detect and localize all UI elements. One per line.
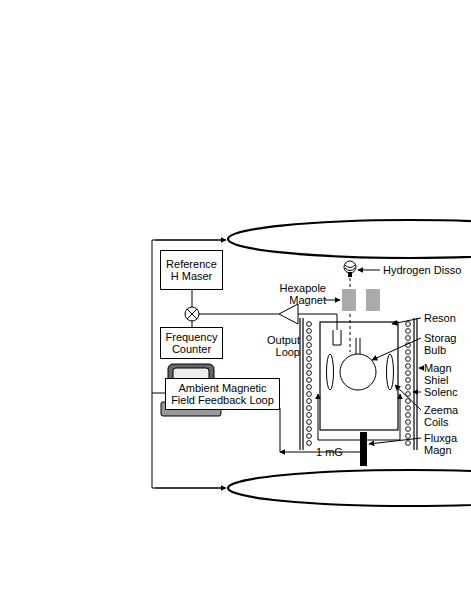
solenoid-coils: [307, 322, 411, 446]
bottom-ellipse: [228, 470, 471, 506]
coil-winding: [307, 378, 312, 383]
coil-winding: [307, 441, 312, 446]
part-label: Fluxga Magn: [424, 432, 466, 456]
hexapole-magnet: [366, 289, 380, 311]
zeeman-coil: [387, 354, 394, 390]
coil-winding: [307, 350, 312, 355]
box-label: Ambient Magnetic Field Feedback Loop: [169, 382, 276, 406]
part-label: Storag Bulb: [424, 332, 466, 356]
hydrogen-dissociator: [344, 261, 356, 277]
coil-winding: [406, 441, 411, 446]
coil-winding: [307, 385, 312, 390]
coil-winding: [406, 336, 411, 341]
feedback-wires: [152, 240, 400, 488]
mixer-symbol: [185, 307, 199, 321]
coil-winding: [307, 336, 312, 341]
part-label: 1 mG: [316, 446, 343, 458]
coil-winding: [406, 406, 411, 411]
process-box: Ambient Magnetic Field Feedback Loop: [165, 378, 280, 410]
zeeman-coil: [327, 354, 334, 390]
coil-winding: [307, 343, 312, 348]
process-box: Frequency Counter: [160, 327, 223, 359]
coil-winding: [406, 350, 411, 355]
coil-winding: [406, 364, 411, 369]
coil-winding: [406, 385, 411, 390]
part-label: Output Loop: [256, 334, 300, 358]
coil-winding: [307, 371, 312, 376]
part-label: Hexapole Magnet: [276, 282, 326, 306]
leader-lines: [324, 270, 421, 444]
coil-winding: [307, 427, 312, 432]
coil-winding: [406, 420, 411, 425]
coil-winding: [406, 378, 411, 383]
process-box: Reference H Maser: [160, 250, 223, 290]
coil-winding: [406, 322, 411, 327]
coil-winding: [307, 420, 312, 425]
coil-winding: [307, 434, 312, 439]
storage-bulb: [340, 338, 376, 390]
hexapole-magnet: [342, 289, 356, 311]
part-label: Solenc: [424, 386, 458, 398]
box-label: Frequency Counter: [164, 331, 219, 355]
coil-winding: [406, 357, 411, 362]
coil-winding: [307, 322, 312, 327]
coil-winding: [307, 406, 312, 411]
part-label: Magn Shiel: [424, 362, 466, 386]
coil-winding: [406, 413, 411, 418]
coil-winding: [307, 399, 312, 404]
coil-winding: [406, 434, 411, 439]
fluxgate-magnetometer: [360, 432, 367, 466]
coil-winding: [307, 392, 312, 397]
top-ellipse: [228, 220, 471, 258]
amplifier-symbol: [279, 304, 298, 324]
coil-winding: [307, 357, 312, 362]
coil-winding: [406, 371, 411, 376]
part-label: Zeema Coils: [424, 404, 466, 428]
part-label: Reson: [424, 312, 456, 324]
coil-winding: [406, 427, 411, 432]
part-label: Hydrogen Disso: [383, 264, 461, 276]
box-label: Reference H Maser: [164, 258, 219, 282]
coil-winding: [307, 364, 312, 369]
resonant-cavity: [320, 322, 398, 430]
magnetic-shield: [300, 318, 417, 450]
coil-winding: [406, 329, 411, 334]
coil-winding: [307, 413, 312, 418]
coil-winding: [307, 329, 312, 334]
feedback-wire: [280, 408, 281, 452]
